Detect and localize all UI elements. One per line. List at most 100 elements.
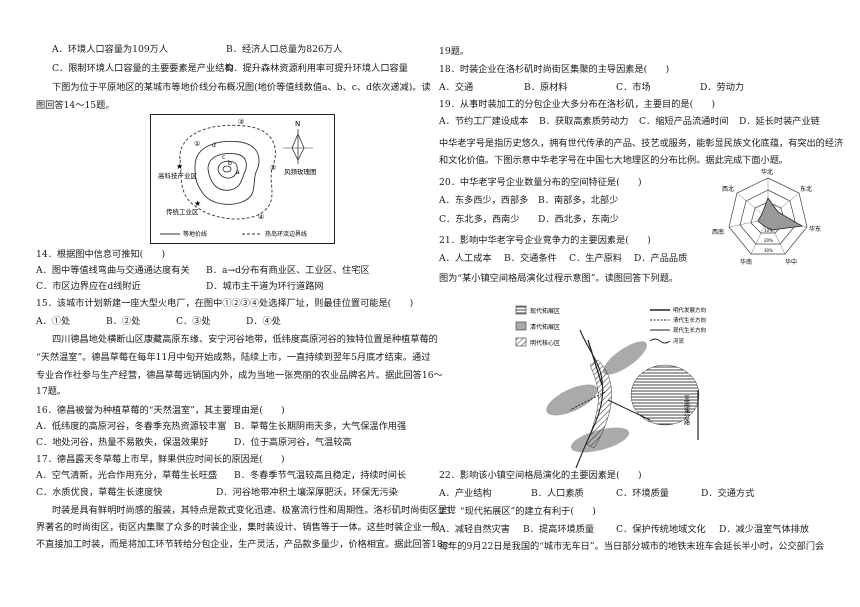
q17-option-b: B．冬春季节气温较高且稳定，持续时间长 [234,470,407,481]
legend-heat-island-label: 热岛环流边界线 [265,230,307,238]
time-honored-brand-radar: 华北 东北 华东 华中 华南 西南 西北 30% 20% 10% [712,168,821,266]
q22-option-a: A．产业结构 [439,488,492,499]
wind-rose-title: 风频玫瑰图 [284,167,317,176]
q18-option-d: D．劳动力 [700,82,745,93]
traditional-industry-label: 传统工业区 [166,207,199,216]
passage-20-21-line2: 和文化价值。下图示意中华老字号在中国七大地理区的分布比例。据此完成下面小题。 [439,155,789,166]
q14-option-c: C．市区边界应在d线附近 [36,281,141,292]
q19-stem: 19．从事时装加工的分包企业大多分布在洛杉矶，主要目的是( ) [439,99,716,110]
q20-option-d: D．西北多，东南少 [538,214,619,225]
q16-option-b: B．草莓生长期阴雨天多，大气保温作用强 [234,421,407,432]
legend-contour-label: 等地价线 [183,230,207,238]
radar-label-north-china: 华北 [761,168,773,176]
intro-14-15-line2: 图回答14～15题。 [36,100,115,111]
q15-option-c: C．③处 [176,316,211,327]
radar-label-southwest: 西南 [712,228,724,236]
passage-18-19-line1: 时装是具有鲜明时尚感的服装，其特点是款式变化迅速、极富流行性和周期性。洛杉矶时尚… [52,505,457,516]
q14-option-d: D．城市主干道为环行道路网 [206,281,324,292]
q13-option-b: B．经济人口总量为826万人 [226,44,343,55]
q22-option-c: C．环境质量 [616,488,669,499]
north-label: N [295,120,300,128]
q18-option-b: B．原材料 [524,82,568,93]
star-icon: ★ [176,162,183,171]
passage-18-19-line3: 不直接加工时装，而是将加工环节转给分包企业，生产灵活，产品款多量少，价格相宜。据… [36,539,452,550]
q17-option-c: C．水质优良，草莓生长速度快 [36,487,163,498]
q19-option-d: D．延长时装产业链 [739,116,820,127]
wind-rose-icon: N [283,120,313,164]
tech-park-label: 高科技产业区 [158,171,198,180]
q20-option-b: B．南部多，北部少 [538,195,619,206]
q13-option-c: C．限制环境人口容量的主要要素是产业结构 [52,63,234,74]
q16-option-c: C．地处河谷，热量不易散失，保温效果好 [36,437,209,448]
radar-ring-10: 10% [764,228,773,233]
q14-stem: 14．根据图中信息可推知( ) [36,249,166,260]
q23-option-b: B．提高环境质量 [523,524,595,535]
q18-stem: 18．时装企业在洛杉矶时尚街区集聚的主导因素是( ) [439,64,670,75]
intro-14-15-line1: 下图为位于平原地区的某城市等地价线分布概况图(地价等值线数值a、b、c、d依次递… [52,82,431,93]
q16-option-d: D．位于高原河谷，气温较高 [234,437,352,448]
point-3-label: ③ [238,118,244,126]
radar-label-central-china: 华中 [785,258,797,266]
q22-option-d: D．交通方式 [701,488,755,499]
passage-20-21-line1: 中华老字号是指历史悠久，拥有世代传承的产品、技艺或服务，能彰显民族文化底蕴，有突… [439,138,844,149]
radar-label-south-china: 华南 [740,258,752,266]
contour-label-d: d [212,142,216,149]
q15-option-b: B．②处 [106,316,141,327]
contour-label-c: c [222,154,225,161]
radar-ring-30: 30% [764,248,773,253]
q20-stem: 20．中华老字号企业数量分布的空间特征是( ) [439,177,642,188]
contour-label-b: b [228,160,232,167]
q14-option-a: A．图中等值线弯曲与交通通达度有关 [36,265,190,276]
q21-option-c: C．生产原料 [569,253,622,264]
cont-19: 19题。 [439,46,470,57]
q18-option-a: A．交通 [439,82,474,93]
q19-option-c: C．缩短产品流通时间 [639,116,729,127]
q17-stem: 17．德昌露天冬草莓上市早，鲜果供应时间长的原因是( ) [36,454,285,465]
q23-option-c: C．保护传统地域文化 [616,524,706,535]
town-evolution-map: 现代拓展区 清代拓展区 明代核心区 明代发展方向 清代生长方向 现代生长方向 河… [515,305,706,469]
legend-modern-direction: 现代生长方向 [673,326,706,334]
legend-ming-direction: 明代发展方向 [673,306,706,314]
radar-ring-20: 20% [764,238,773,243]
star-icon: ★ [194,199,201,208]
q21-option-b: B．交通条件 [504,253,557,264]
q19-option-b: B．获取高素质劳动力 [539,116,629,127]
q22-option-b: B．人口素质 [531,488,584,499]
legend-qing-direction: 清代生长方向 [673,316,706,324]
to-highway-label: 至高速公路 [683,395,690,426]
q21-option-a: A．人工成本 [439,253,492,264]
radar-label-east-china: 华东 [809,225,821,233]
passage-16-17-line3: 专业合作社参与生产经营，德昌草莓远销国内外，成为当地一张亮丽的农业品牌名片。据此… [36,370,443,381]
legend-modern-expansion: 现代拓展区 [530,307,560,315]
q14-option-b: B．a→d分布有商业区、工业区、住宅区 [206,265,370,276]
q20-option-c: C．东北多，西南少 [439,214,520,225]
q18-option-c: C．市场 [616,82,651,93]
land-price-map: d c b a ③ ① ② ④ ★ 高科技产业区 ★ 传统工业区 N 风频玫瑰图… [150,114,335,244]
q19-option-a: A．节约工厂建设成本 [439,116,529,127]
passage-16-17-line1: 四川德昌地处横断山区康藏高原东缘、安宁河谷地带，低纬度高原河谷的独特位置是种植草… [52,334,438,345]
q20-option-a: A．东多西少，西部多 [439,195,529,206]
passage-last: 每年的9月22日是我国的“城市无车日”。当日部分城市的地铁末班车会延长半小时，公… [439,541,825,552]
q15-stem: 15．该城市计划新建一座大型火电厂，在图中①②③④处选择厂址，则最佳位置可能是(… [36,298,414,309]
q23-stem: 23．“现代拓展区”的建立有利于( ) [439,506,596,517]
q15-option-d: D．④处 [246,316,281,327]
contour-label-a: a [236,169,240,176]
point-4-label: ④ [258,213,264,221]
radar-label-northeast: 东北 [800,185,812,193]
point-2-label: ② [270,164,276,172]
q16-stem: 16．德昌被誉为种植草莓的“天然温室”，其主要理由是( ) [36,405,285,416]
legend-ming-core: 明代核心区 [530,339,560,347]
passage-18-19-line2: 界著名的时尚街区，街区内集聚了众多的时装企业，集时装设计、销售等于一体。这些时装… [36,522,441,533]
q17-option-a: A．空气清新，光合作用充分，草莓生长旺盛 [36,470,218,481]
q15-option-a: A．①处 [36,316,71,327]
q16-option-a: A．低纬度的高原河谷，冬春季充热资源较丰富 [36,421,227,432]
passage-16-17-line2: “天然温室”。德昌草莓在每年11月中旬开始成熟，陆续上市，一直持续到翌年5月底才… [36,352,431,363]
q22-stem: 22．影响该小镇空间格局演化的主要因素是( ) [439,470,642,481]
intro-22-23: 图为“某小镇空间格局演化过程示意图”。读图回答下列题。 [439,273,679,284]
q13-option-a: A．环境人口容量为109万人 [52,44,169,55]
q17-option-d: D．河谷地带冲积土壤深厚肥沃，环保无污染 [216,487,398,498]
point-1-label: ① [194,140,200,148]
legend-qing-expansion: 清代拓展区 [530,323,560,331]
q23-option-a: A．减轻自然灾害 [439,524,510,535]
q23-option-d: D．减少温室气体排放 [719,524,810,535]
